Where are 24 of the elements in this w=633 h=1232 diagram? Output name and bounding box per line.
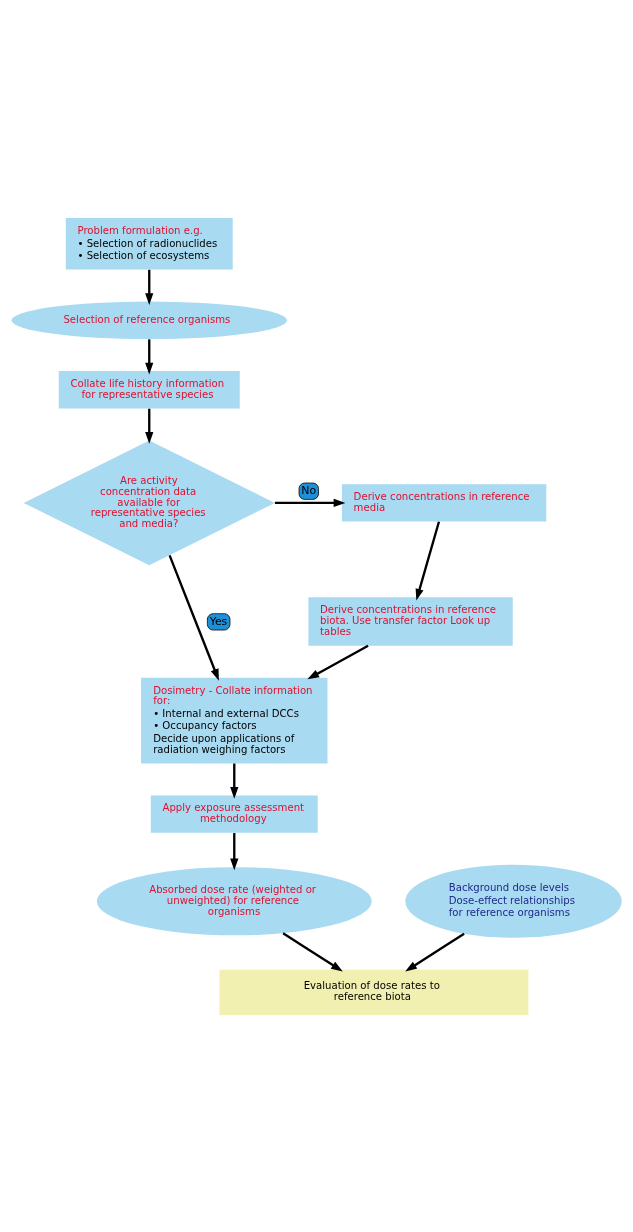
edge-label: Yes	[209, 614, 228, 628]
node-box: Evaluation of dose rates to reference biota	[219, 969, 529, 1015]
node-box: Problem formulation e.g. • Selection of radionuclides • Selection of ecosystems	[65, 217, 233, 270]
node-ellipse: Background dose levels Dose-effect relationships for reference organisms	[405, 864, 622, 938]
node-box: Derive concentrations in reference biota. Use transfer factor Look up tables	[308, 596, 513, 646]
node-box: Collate life history information for representative species	[58, 370, 240, 408]
node-ellipse: Absorbed dose rate (weighted or unweighted) for reference organisms	[96, 866, 372, 935]
node-ellipse: Selection of reference organisms	[11, 301, 287, 339]
node-diamond: Are activity concentration data available for representative species and media?	[23, 440, 275, 565]
arrow	[282, 931, 343, 972]
arrow	[145, 408, 154, 444]
arrow	[405, 932, 465, 971]
arrow	[145, 269, 154, 305]
node-box: Dosimetry - Collate information for: • Internal and external DCCs • Occupancy factors Decide upon applications of radiation weighing factors	[141, 677, 328, 763]
arrow	[230, 763, 239, 799]
node-box: Apply exposure assessment methodology	[150, 794, 318, 833]
arrow	[168, 554, 219, 681]
arrow	[274, 498, 346, 507]
arrow	[230, 832, 239, 870]
arrow	[307, 644, 369, 679]
node-box: Derive concentrations in reference media	[341, 483, 547, 522]
edge-label: No	[301, 483, 317, 497]
arrow	[145, 338, 154, 375]
arrow	[415, 520, 441, 601]
